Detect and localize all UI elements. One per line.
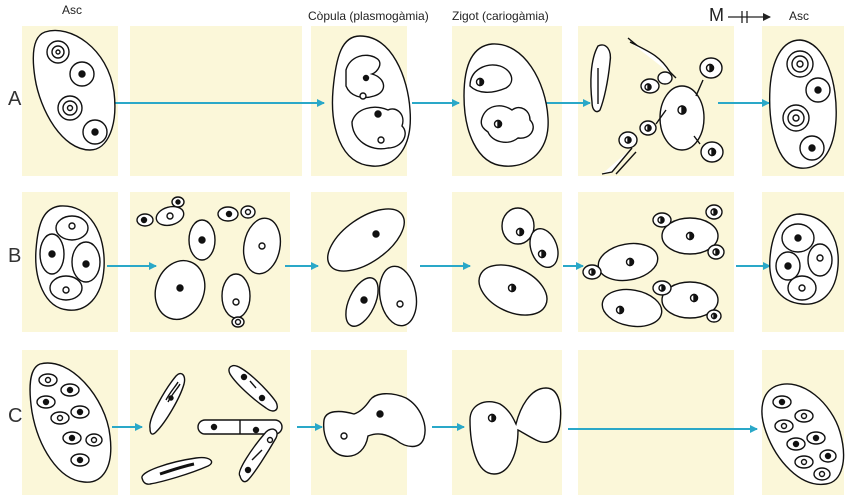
header-copula: Còpula (plasmogàmia) <box>308 9 429 23</box>
header-meiosis: M <box>709 5 724 25</box>
ascus-b6 <box>769 213 839 305</box>
row-label-a: A <box>8 88 22 110</box>
row-label-c: C <box>8 405 23 427</box>
row-c-drawings <box>29 362 845 485</box>
diploid-cells-b5 <box>582 204 725 328</box>
row-label-b: B <box>8 245 22 267</box>
vegetative-cells-a5 <box>590 37 724 175</box>
panel-a2 <box>130 26 302 176</box>
row-b-drawings <box>35 196 839 328</box>
transition-arrows <box>107 99 771 433</box>
ascus-a1 <box>32 29 116 151</box>
mating-cells-b3 <box>327 208 418 327</box>
budding-cells-b2 <box>136 196 282 328</box>
meiosis-arrow <box>728 11 771 23</box>
zygote-c4 <box>469 387 562 475</box>
header-asc-left: Asc <box>62 3 83 17</box>
header-asc-right: Asc <box>789 9 810 23</box>
ascus-a6 <box>769 39 837 169</box>
header-zigot: Zigot (cariogàmia) <box>452 9 549 23</box>
fission-cells-c2 <box>141 365 283 485</box>
copula-a3 <box>331 35 411 167</box>
ascus-c1 <box>29 362 112 483</box>
ascus-c6 <box>761 383 845 485</box>
copula-c3 <box>323 393 426 457</box>
panels <box>22 26 844 495</box>
zygote-cells-b4 <box>478 207 559 316</box>
row-a-drawings <box>32 29 837 175</box>
ascus-b1 <box>35 205 105 311</box>
zygote-a4 <box>463 43 549 167</box>
panel-c5 <box>578 350 734 495</box>
